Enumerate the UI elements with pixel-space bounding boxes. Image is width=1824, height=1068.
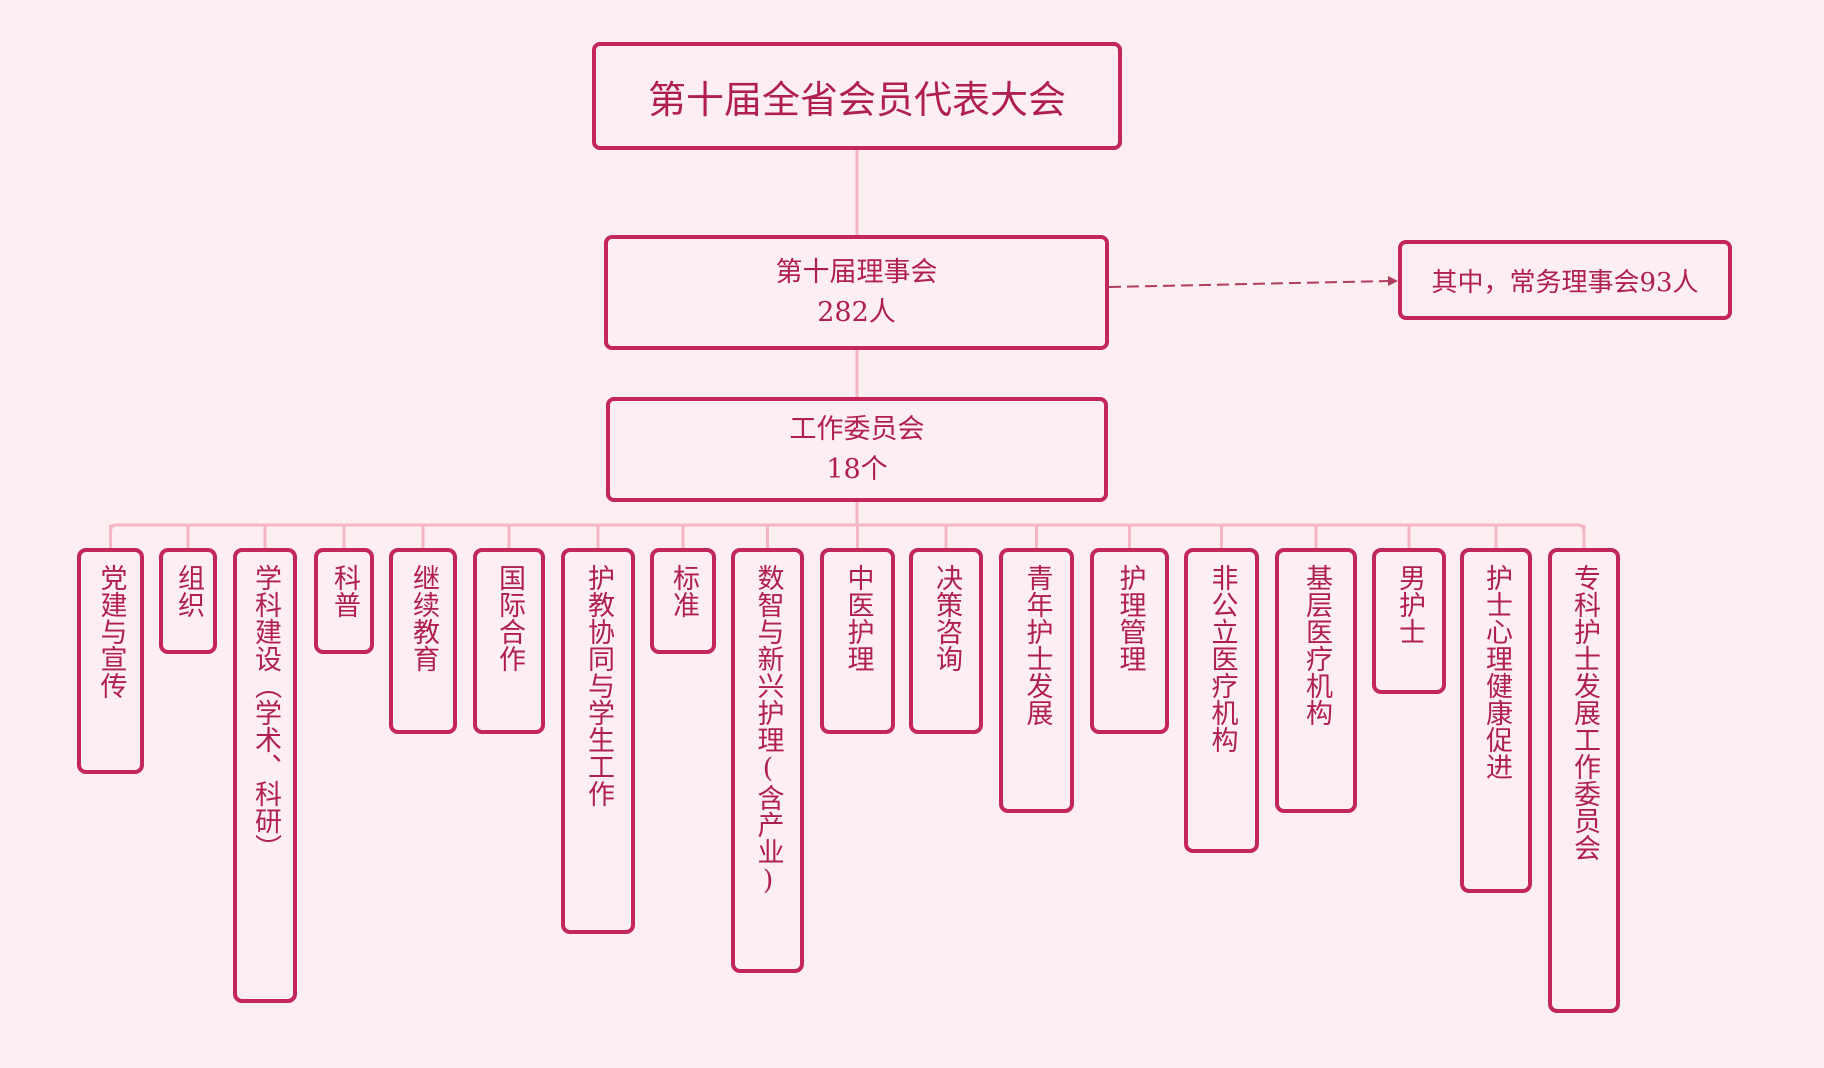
committee-leaf: 组织: [159, 548, 217, 654]
committees-title: 工作委员会: [789, 413, 925, 445]
congress-node: 第十届全省会员代表大会: [592, 42, 1122, 150]
branch-bar: [109, 523, 1586, 532]
committees-node: 工作委员会 18个: [606, 397, 1108, 502]
committee-leaf: 护教协同与学生工作: [561, 548, 635, 934]
council-node: 第十届理事会 282人: [604, 235, 1109, 350]
committee-leaf: 党建与宣传: [77, 548, 144, 774]
committee-leaf: 国际合作: [473, 548, 545, 734]
committee-leaf: 护士心理健康促进: [1460, 548, 1532, 893]
committee-leaf: 男护士: [1372, 548, 1446, 694]
standing-council-text: 其中，常务理事会93人: [1431, 267, 1699, 298]
committees-count: 18个: [826, 453, 888, 485]
committee-leaf: 中医护理: [820, 548, 895, 734]
committee-leaf: 学科建设（学术、科研）: [233, 548, 297, 1003]
committee-leaf: 决策咨询: [909, 548, 983, 734]
standing-council-node: 其中，常务理事会93人: [1398, 240, 1732, 320]
committee-leaf: 科普: [314, 548, 374, 654]
council-title: 第十届理事会: [775, 256, 938, 288]
committee-leaf: 非公立医疗机构: [1184, 548, 1259, 853]
council-count: 282人: [817, 296, 896, 328]
congress-title: 第十届全省会员代表大会: [647, 77, 1066, 122]
branch-lines: [109, 523, 1586, 548]
committee-leaf: 专科护士发展工作委员会: [1548, 548, 1620, 1013]
committee-leaf: 标准: [650, 548, 716, 654]
committee-leaf: 数智与新兴护理(含产业): [731, 548, 804, 973]
committee-leaf: 护理管理: [1090, 548, 1169, 734]
committee-leaf: 基层医疗机构: [1275, 548, 1357, 813]
committee-leaf: 青年护士发展: [999, 548, 1074, 813]
committee-leaf: 继续教育: [389, 548, 457, 734]
